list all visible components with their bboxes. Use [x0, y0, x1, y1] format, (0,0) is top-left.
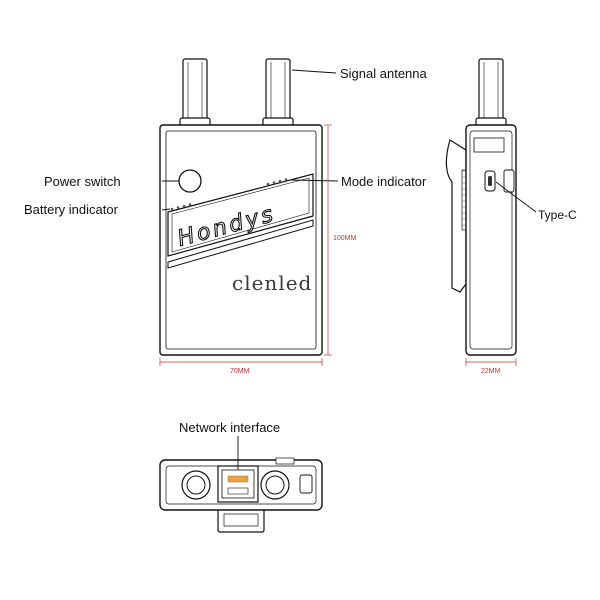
- mode-indicator-label: Mode indicator: [341, 174, 427, 189]
- side-view: 22MM: [445, 58, 537, 375]
- left-antenna-connector: [181, 470, 211, 500]
- battery-indicator-label: Battery indicator: [24, 202, 119, 217]
- bottom-side-button: [299, 474, 313, 494]
- height-dimension: 100MM: [333, 235, 357, 242]
- lower-stripe: [167, 219, 314, 269]
- device-body-inner: [165, 130, 317, 350]
- network-interface-label: Network interface: [179, 420, 280, 435]
- depth-dimension: 22MM: [481, 368, 501, 375]
- mode-callout-line: [289, 179, 339, 182]
- type-c-callout-line: [495, 181, 537, 213]
- side-dimension-lines: [465, 358, 517, 366]
- mode-indicator-leds: [266, 178, 288, 186]
- side-antenna: [475, 58, 507, 128]
- center-antenna: [262, 58, 294, 128]
- side-body: [465, 124, 517, 356]
- belt-clip: [445, 139, 467, 293]
- signal-antenna-label: Signal antenna: [340, 66, 428, 81]
- front-dimension-lines: [159, 124, 332, 366]
- watermark: clenled: [232, 271, 312, 295]
- power-switch-label: Power switch: [44, 174, 121, 189]
- bottom-view: [159, 436, 323, 533]
- power-switch: [178, 169, 202, 193]
- network-port: [217, 465, 259, 503]
- antenna-callout-line: [291, 69, 337, 74]
- width-dimension: 70MM: [230, 368, 250, 375]
- brand-band: [167, 173, 314, 257]
- side-label-plate: [473, 137, 505, 153]
- front-view: Hondys 100MM 70MM: [159, 58, 357, 375]
- battery-callout-line: [161, 208, 171, 211]
- battery-indicator-leds: [170, 203, 192, 211]
- left-antenna: [179, 58, 211, 128]
- type-c-label: Type-C: [538, 208, 577, 222]
- right-antenna-connector: [260, 470, 290, 500]
